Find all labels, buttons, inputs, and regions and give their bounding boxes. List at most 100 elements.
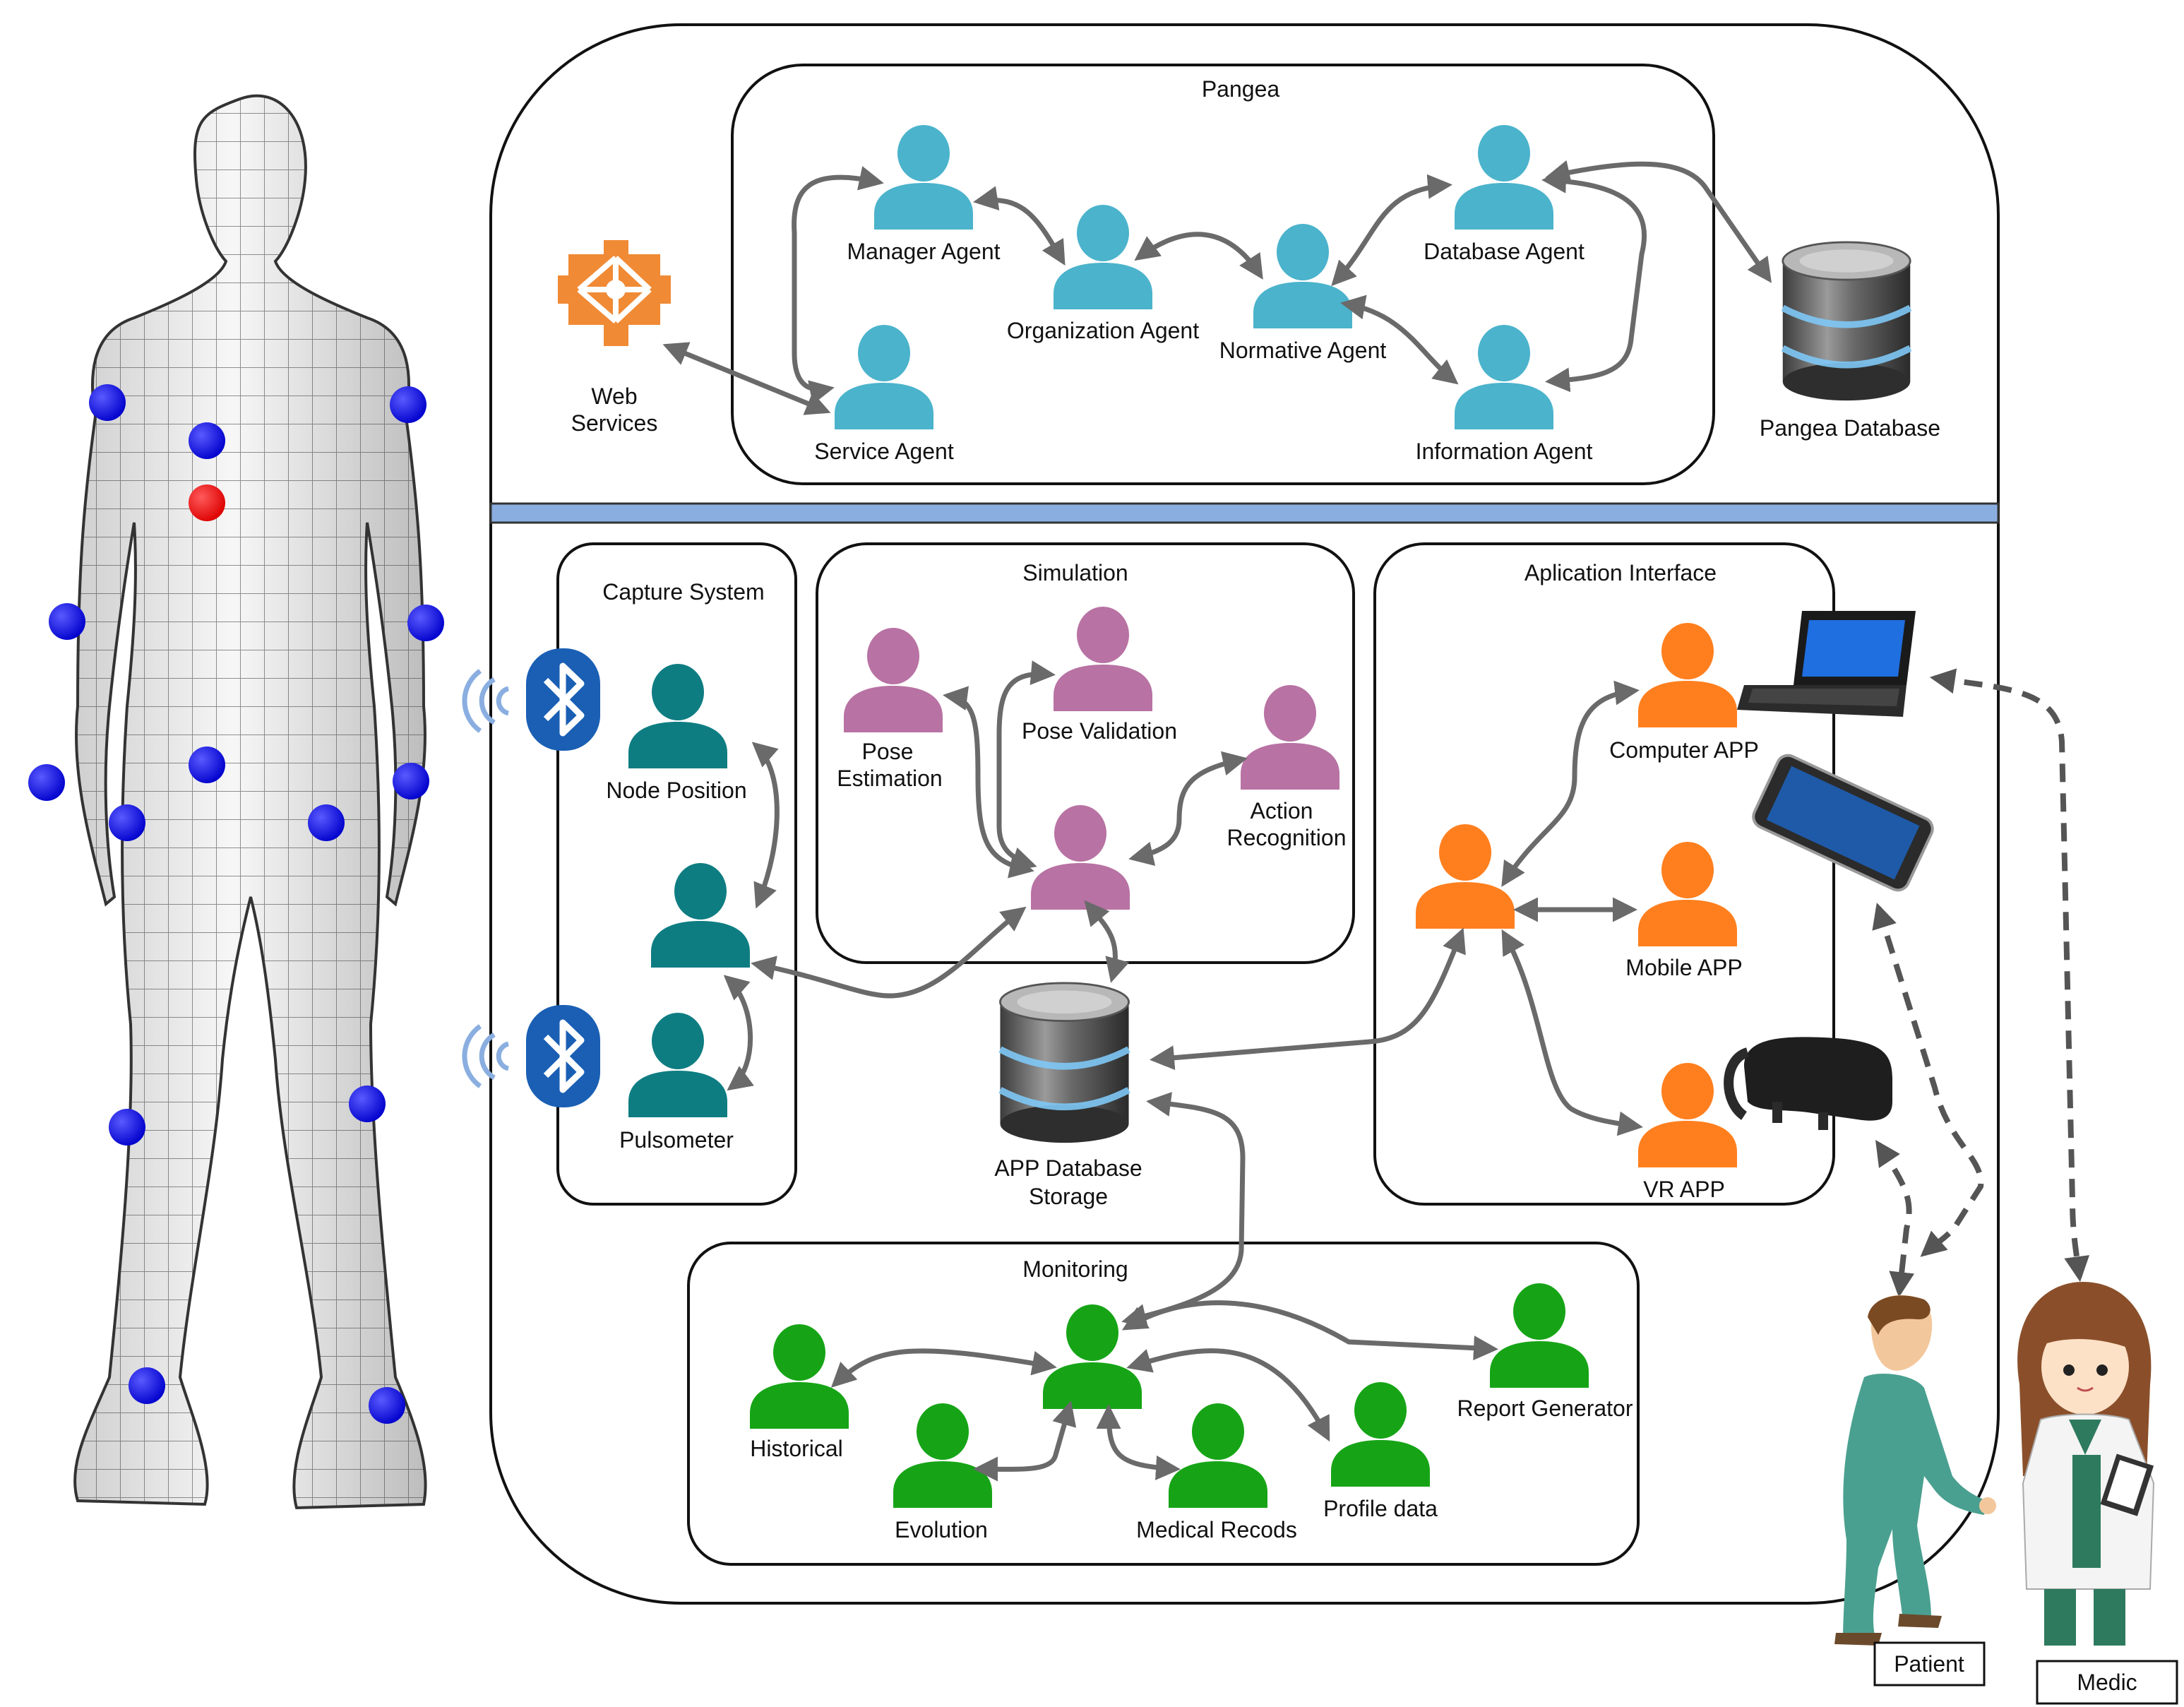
arrow-coordinator-pulsometer <box>723 975 754 1091</box>
web-services-label-line1: Web <box>591 383 637 409</box>
arrow-coordinator-vr <box>1501 929 1643 1136</box>
sensor-dot <box>349 1086 386 1122</box>
arrow-manager-service <box>792 166 884 405</box>
simulation-title: Simulation <box>1022 560 1128 585</box>
database-agent-icon <box>1455 125 1553 230</box>
sensor-dot <box>369 1387 405 1424</box>
heart-sensor-dot <box>189 484 225 521</box>
web-services-label-line2: Services <box>571 410 658 436</box>
medical-records-label: Medical Recods <box>1136 1517 1297 1542</box>
sensor-dot <box>109 1109 145 1146</box>
organization-agent-icon <box>1054 205 1152 309</box>
web-services-icon <box>558 240 671 346</box>
sensor-dot <box>407 605 444 641</box>
report-generator-label: Report Generator <box>1457 1396 1633 1421</box>
medical-records-agent-icon <box>1169 1403 1267 1508</box>
arrow-computer-coordinator <box>1501 680 1640 887</box>
patient-figure <box>1834 1295 1996 1646</box>
organization-agent-label: Organization Agent <box>1007 318 1199 343</box>
pose-estimation-agent-icon <box>844 628 943 732</box>
interface-coordinator-agent-icon <box>1416 824 1515 929</box>
simulation-section: Simulation Pose Estimation Pose Validati… <box>816 542 1355 964</box>
database-agent-label: Database Agent <box>1424 239 1585 264</box>
arrow-action-coordinator <box>1128 751 1248 867</box>
pangea-database-icon <box>1783 242 1911 400</box>
mobile-app-label: Mobile APP <box>1625 955 1742 980</box>
medic-figure <box>2017 1282 2155 1646</box>
user-arrows <box>1872 668 2090 1298</box>
app-database-label-line2: Storage <box>1029 1184 1108 1209</box>
pangea-arrows <box>662 160 1772 415</box>
bluetooth-icon <box>526 648 600 751</box>
pangea-section: Pangea Web Services Manager Agent Organi… <box>558 64 1940 485</box>
monitoring-section: Monitoring Historical Evolution Medical … <box>687 1242 1640 1566</box>
report-generator-agent-icon <box>1490 1283 1589 1388</box>
interface-title: Aplication Interface <box>1524 560 1717 585</box>
pose-estimation-label-line1: Pose <box>862 739 914 764</box>
arrow-coordinator-historical <box>830 1348 1057 1388</box>
laptop-icon <box>1737 611 1916 717</box>
capture-box <box>556 542 797 1206</box>
arrow-phone-patient <box>1872 903 1984 1257</box>
capture-section: Capture System Node Position Pulsometer <box>462 542 797 1206</box>
profile-data-label: Profile data <box>1323 1496 1438 1521</box>
medic-label-box <box>2036 1660 2178 1705</box>
evolution-label: Evolution <box>895 1517 988 1542</box>
arrow-database-pangeadb <box>1545 160 1772 283</box>
action-recognition-agent-icon <box>1241 685 1339 790</box>
capture-coordinator-agent-icon <box>651 863 750 968</box>
node-position-agent-icon <box>628 664 727 768</box>
capture-title: Capture System <box>602 579 764 605</box>
information-agent-icon <box>1455 325 1553 429</box>
signal-waves-icon <box>462 1024 510 1088</box>
monitoring-title: Monitoring <box>1022 1256 1128 1282</box>
computer-app-agent-icon <box>1638 623 1737 727</box>
cross-section-arrows <box>751 900 1466 1328</box>
arrow-validation-coordinator <box>996 660 1056 872</box>
sensor-dot <box>308 804 345 841</box>
patient-label: Patient <box>1894 1651 1964 1677</box>
pulsometer-label: Pulsometer <box>619 1127 734 1153</box>
sensor-dot <box>189 422 225 459</box>
arrow-coordinator-medical <box>1096 1404 1181 1480</box>
sensor-dot <box>129 1367 165 1404</box>
sensor-dot <box>393 763 429 799</box>
sensor-dot <box>89 384 126 421</box>
pose-estimation-label-line2: Estimation <box>837 766 942 791</box>
interface-arrows <box>1501 680 1643 1136</box>
evolution-agent-icon <box>893 1403 992 1508</box>
action-recognition-label-line2: Recognition <box>1227 825 1347 850</box>
signal-waves-icon <box>462 669 510 733</box>
service-agent-label: Service Agent <box>814 439 954 464</box>
mobile-app-agent-icon <box>1638 842 1737 946</box>
historical-label: Historical <box>750 1436 843 1461</box>
arrow-vr-patient <box>1875 1140 1915 1298</box>
sensor-dots <box>28 384 444 1424</box>
pose-validation-label: Pose Validation <box>1022 718 1177 744</box>
sensor-dot <box>49 603 85 640</box>
arrow-coordinator-evolution <box>973 1400 1077 1482</box>
pangea-database-label: Pangea Database <box>1760 415 1940 441</box>
phone-icon <box>1752 754 1934 892</box>
historical-agent-icon <box>750 1324 849 1429</box>
vr-app-agent-icon <box>1638 1063 1737 1167</box>
normative-agent-label: Normative Agent <box>1219 338 1387 363</box>
arrow-normative-information <box>1340 295 1459 385</box>
service-agent-icon <box>835 325 933 429</box>
simulation-coordinator-agent-icon <box>1031 805 1130 910</box>
arrow-simulation-appdb <box>1084 900 1130 983</box>
arrow-estimation-coordinator <box>943 686 1034 879</box>
human-mesh-figure <box>28 94 444 1510</box>
interface-section: Aplication Interface Computer APP Mobile… <box>1373 542 1835 1206</box>
arrow-appdb-interface <box>1150 927 1466 1071</box>
pangea-title: Pangea <box>1202 76 1280 102</box>
arrow-capture-simulation <box>751 906 1027 999</box>
information-agent-label: Information Agent <box>1416 439 1593 464</box>
pose-validation-agent-icon <box>1054 607 1152 711</box>
pulsometer-agent-icon <box>628 1013 727 1117</box>
arrow-organization-normative <box>1134 232 1263 280</box>
app-database-icon <box>1000 983 1128 1143</box>
sensor-dot <box>109 804 145 841</box>
action-recognition-label-line1: Action <box>1251 798 1313 823</box>
